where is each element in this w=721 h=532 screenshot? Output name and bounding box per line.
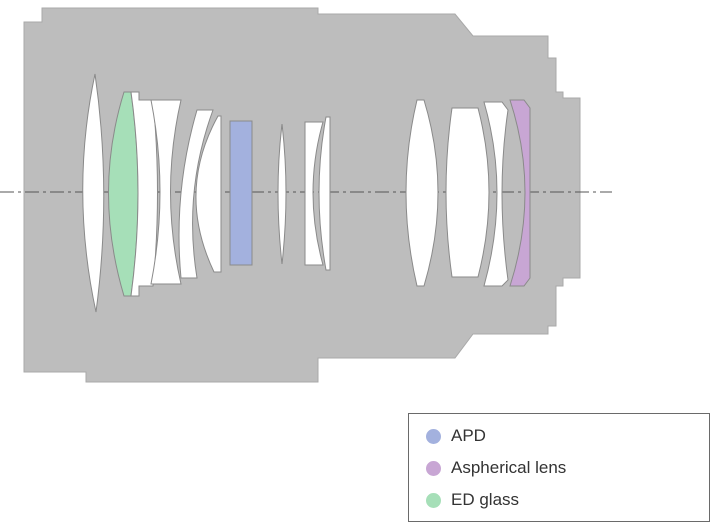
lens-element-5 — [178, 109, 214, 279]
lens-element-13 — [483, 101, 509, 287]
apd-color-swatch — [426, 428, 441, 444]
lens-element-4 — [150, 99, 182, 285]
legend-item-apd: APD — [426, 424, 486, 448]
legend: APD Aspherical lens ED glass — [408, 413, 710, 522]
legend-item-aspherical: Aspherical lens — [426, 456, 566, 480]
lens-element-1 — [82, 73, 105, 313]
lens-element-8 — [277, 123, 287, 265]
ed-glass-color-swatch — [426, 492, 441, 508]
lens-element-aspherical — [509, 99, 531, 287]
legend-label-aspherical: Aspherical lens — [451, 458, 567, 477]
lens-element-12 — [445, 107, 490, 278]
lens-element-9 — [304, 121, 324, 266]
aspherical-color-swatch — [426, 460, 441, 476]
legend-label-apd: APD — [451, 426, 486, 445]
lens-element-10 — [318, 116, 331, 271]
lens-element-3 — [130, 91, 158, 297]
lens-element-6 — [195, 115, 222, 273]
lens-element-11 — [405, 99, 439, 287]
legend-item-ed-glass: ED glass — [426, 488, 519, 512]
legend-label-ed-glass: ED glass — [451, 490, 520, 509]
lens-element-apd — [229, 120, 253, 266]
